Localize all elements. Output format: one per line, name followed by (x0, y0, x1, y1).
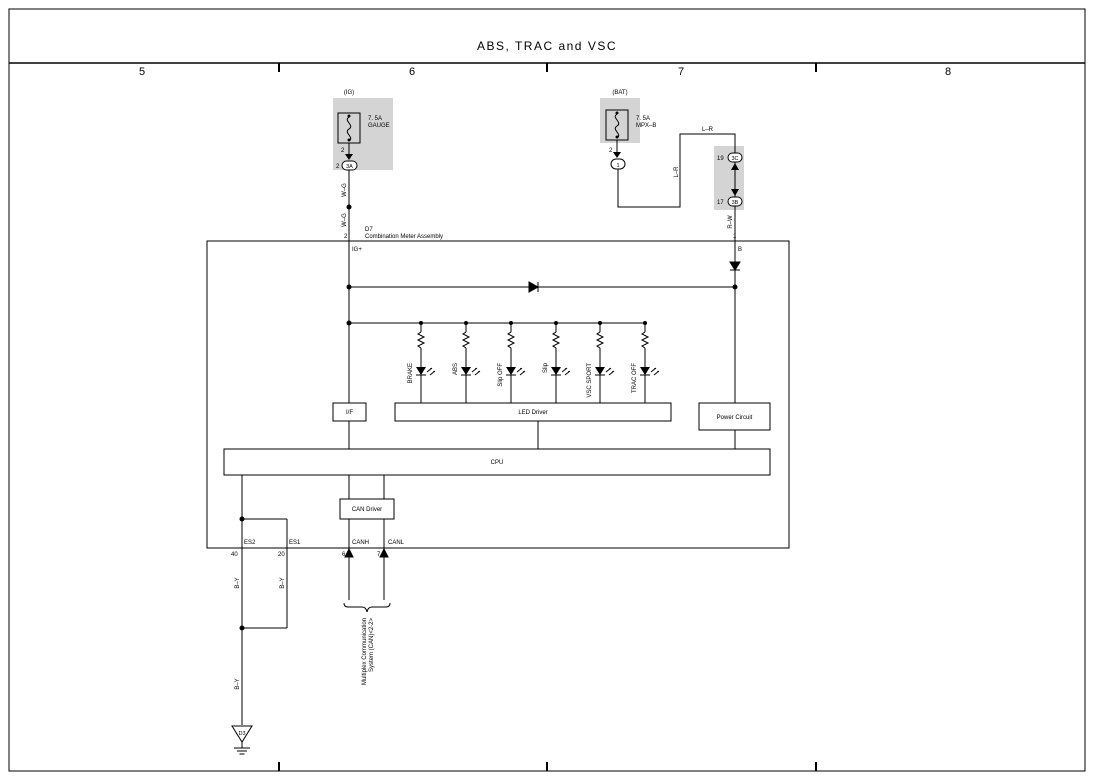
fuse-ig (333, 98, 393, 171)
wire-color-lr: L–R (702, 127, 714, 133)
led-branch: BRAKE (408, 321, 436, 403)
column-number: 8 (945, 66, 951, 78)
if-label: I/F (346, 410, 353, 416)
fuse-bat-connector: 1 (616, 163, 619, 169)
led-label: BRAKE (408, 363, 414, 383)
ground-icon (231, 725, 253, 755)
pin-number: 7 (377, 552, 381, 558)
fuse-bat (600, 98, 640, 170)
indicator-led-group: BRAKE ABS Slip OFF Slip VSC SPORT TRAC OFF (408, 321, 660, 403)
cpu-block (223, 448, 771, 476)
terminal-canl: CANL (388, 540, 405, 546)
fuse-ig-rating: 7. 5A (368, 116, 382, 122)
meter-name: Combination Meter Assembly (365, 234, 443, 240)
combination-meter-box (206, 240, 790, 549)
led-label: TRAC OFF (632, 363, 638, 393)
led-driver-block (394, 402, 672, 422)
fuse-ig-pin-side: 2 (336, 164, 340, 170)
pin-number: 20 (278, 552, 285, 558)
junction-conn-b: 3B (732, 200, 739, 206)
led-label: Slip (543, 362, 549, 373)
ground-id: D3 (238, 731, 245, 737)
junction-pin-b: 17 (717, 200, 724, 206)
column-number: 6 (409, 66, 415, 78)
bottom-wires (239, 547, 391, 725)
junction-conn-a: 3C (731, 156, 738, 162)
wire-color-by: B–Y (235, 577, 241, 588)
junction-connector (714, 146, 744, 210)
led-label: Slip OFF (498, 363, 504, 387)
led-branch: VSC SPORT (587, 321, 615, 403)
led-label: ABS (453, 363, 459, 375)
terminal-canh: CANH (352, 540, 369, 546)
led-label: VSC SPORT (587, 363, 593, 398)
terminal-es1: ES1 (289, 540, 301, 546)
if-block (332, 402, 367, 422)
fuse-bat-pin-top: 2 (609, 148, 613, 154)
internal-circuit (239, 241, 741, 548)
multiplex-label-line1: Multiplex Communication (362, 618, 368, 685)
wire-color-wg: W–G (342, 183, 348, 197)
junction-pin-a: 19 (717, 156, 724, 162)
wire-color-by: B–Y (280, 577, 286, 588)
fuse-ig-name: GAUGE (368, 123, 390, 129)
wire-color-rw: R–W (728, 215, 734, 229)
fuse-bat-source: (BAT) (612, 90, 627, 96)
wire-color-by: B–Y (235, 678, 241, 689)
meter-pin-ig: 2 (344, 234, 348, 240)
column-number: 5 (139, 66, 145, 78)
fuse-ig-pin-top: 2 (341, 148, 345, 154)
meter-label-ig: IG+ (352, 247, 362, 253)
pin-number: 6 (342, 552, 346, 558)
fuse-bat-rating: 7. 5A (636, 116, 650, 122)
multiplex-label-line2: System (CAN)<2-2> (369, 618, 375, 673)
fuse-bat-name: MPX–B (636, 123, 656, 129)
pin-number: 40 (231, 552, 238, 558)
power-circuit-label: Power Circuit (717, 415, 753, 421)
fuse-ig-connector: 3A (346, 164, 353, 170)
wire-color-wg: W–G (342, 213, 348, 227)
cpu-label: CPU (491, 460, 504, 466)
led-branch: Slip OFF (498, 321, 526, 403)
meter-id: D7 (365, 227, 373, 233)
page-frame (8, 8, 1086, 772)
external-wires (346, 133, 736, 241)
terminal-es2: ES2 (244, 540, 256, 546)
led-driver-label: LED Driver (518, 410, 547, 416)
fuse-ig-source: (IG) (344, 90, 354, 96)
led-branch: ABS (453, 321, 481, 403)
meter-label-b: B (738, 247, 742, 253)
diagram-title: ABS, TRAC and VSC (477, 39, 617, 53)
power-circuit-block (698, 402, 771, 431)
wire-color-lr: L–R (674, 166, 680, 178)
can-driver-label: CAN Driver (352, 507, 382, 513)
led-branch: TRAC OFF (632, 321, 660, 403)
led-branch: Slip (543, 321, 571, 403)
meter-pin-b: 1 (733, 234, 737, 240)
column-number: 7 (678, 66, 684, 78)
can-driver-block (339, 498, 395, 520)
